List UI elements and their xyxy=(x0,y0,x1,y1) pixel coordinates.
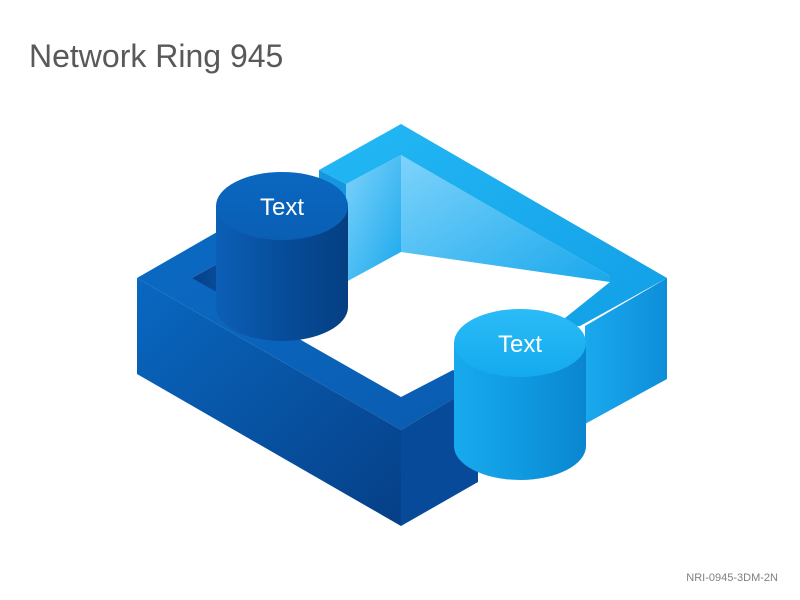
node-1-label: Text xyxy=(260,194,304,221)
dark-front-face xyxy=(137,278,401,526)
footer-code: NRI-0945-3DM-2N xyxy=(686,572,778,584)
node-1-cylinder-body xyxy=(216,206,348,341)
page-title: Network Ring 945 xyxy=(29,38,284,74)
node-cylinder-2[interactable]: Text xyxy=(454,309,586,480)
node-2-label: Text xyxy=(498,331,542,358)
light-inner-face-left xyxy=(346,155,401,282)
node-cylinder-1[interactable]: Text xyxy=(216,172,348,341)
node-1-cylinder-top xyxy=(216,172,348,240)
light-inner-face-right xyxy=(401,155,610,282)
node-2-cylinder-top xyxy=(454,309,586,377)
light-ring-segment xyxy=(319,124,667,424)
light-outer-side-face xyxy=(585,278,667,424)
node-2-cylinder-body xyxy=(454,343,586,480)
